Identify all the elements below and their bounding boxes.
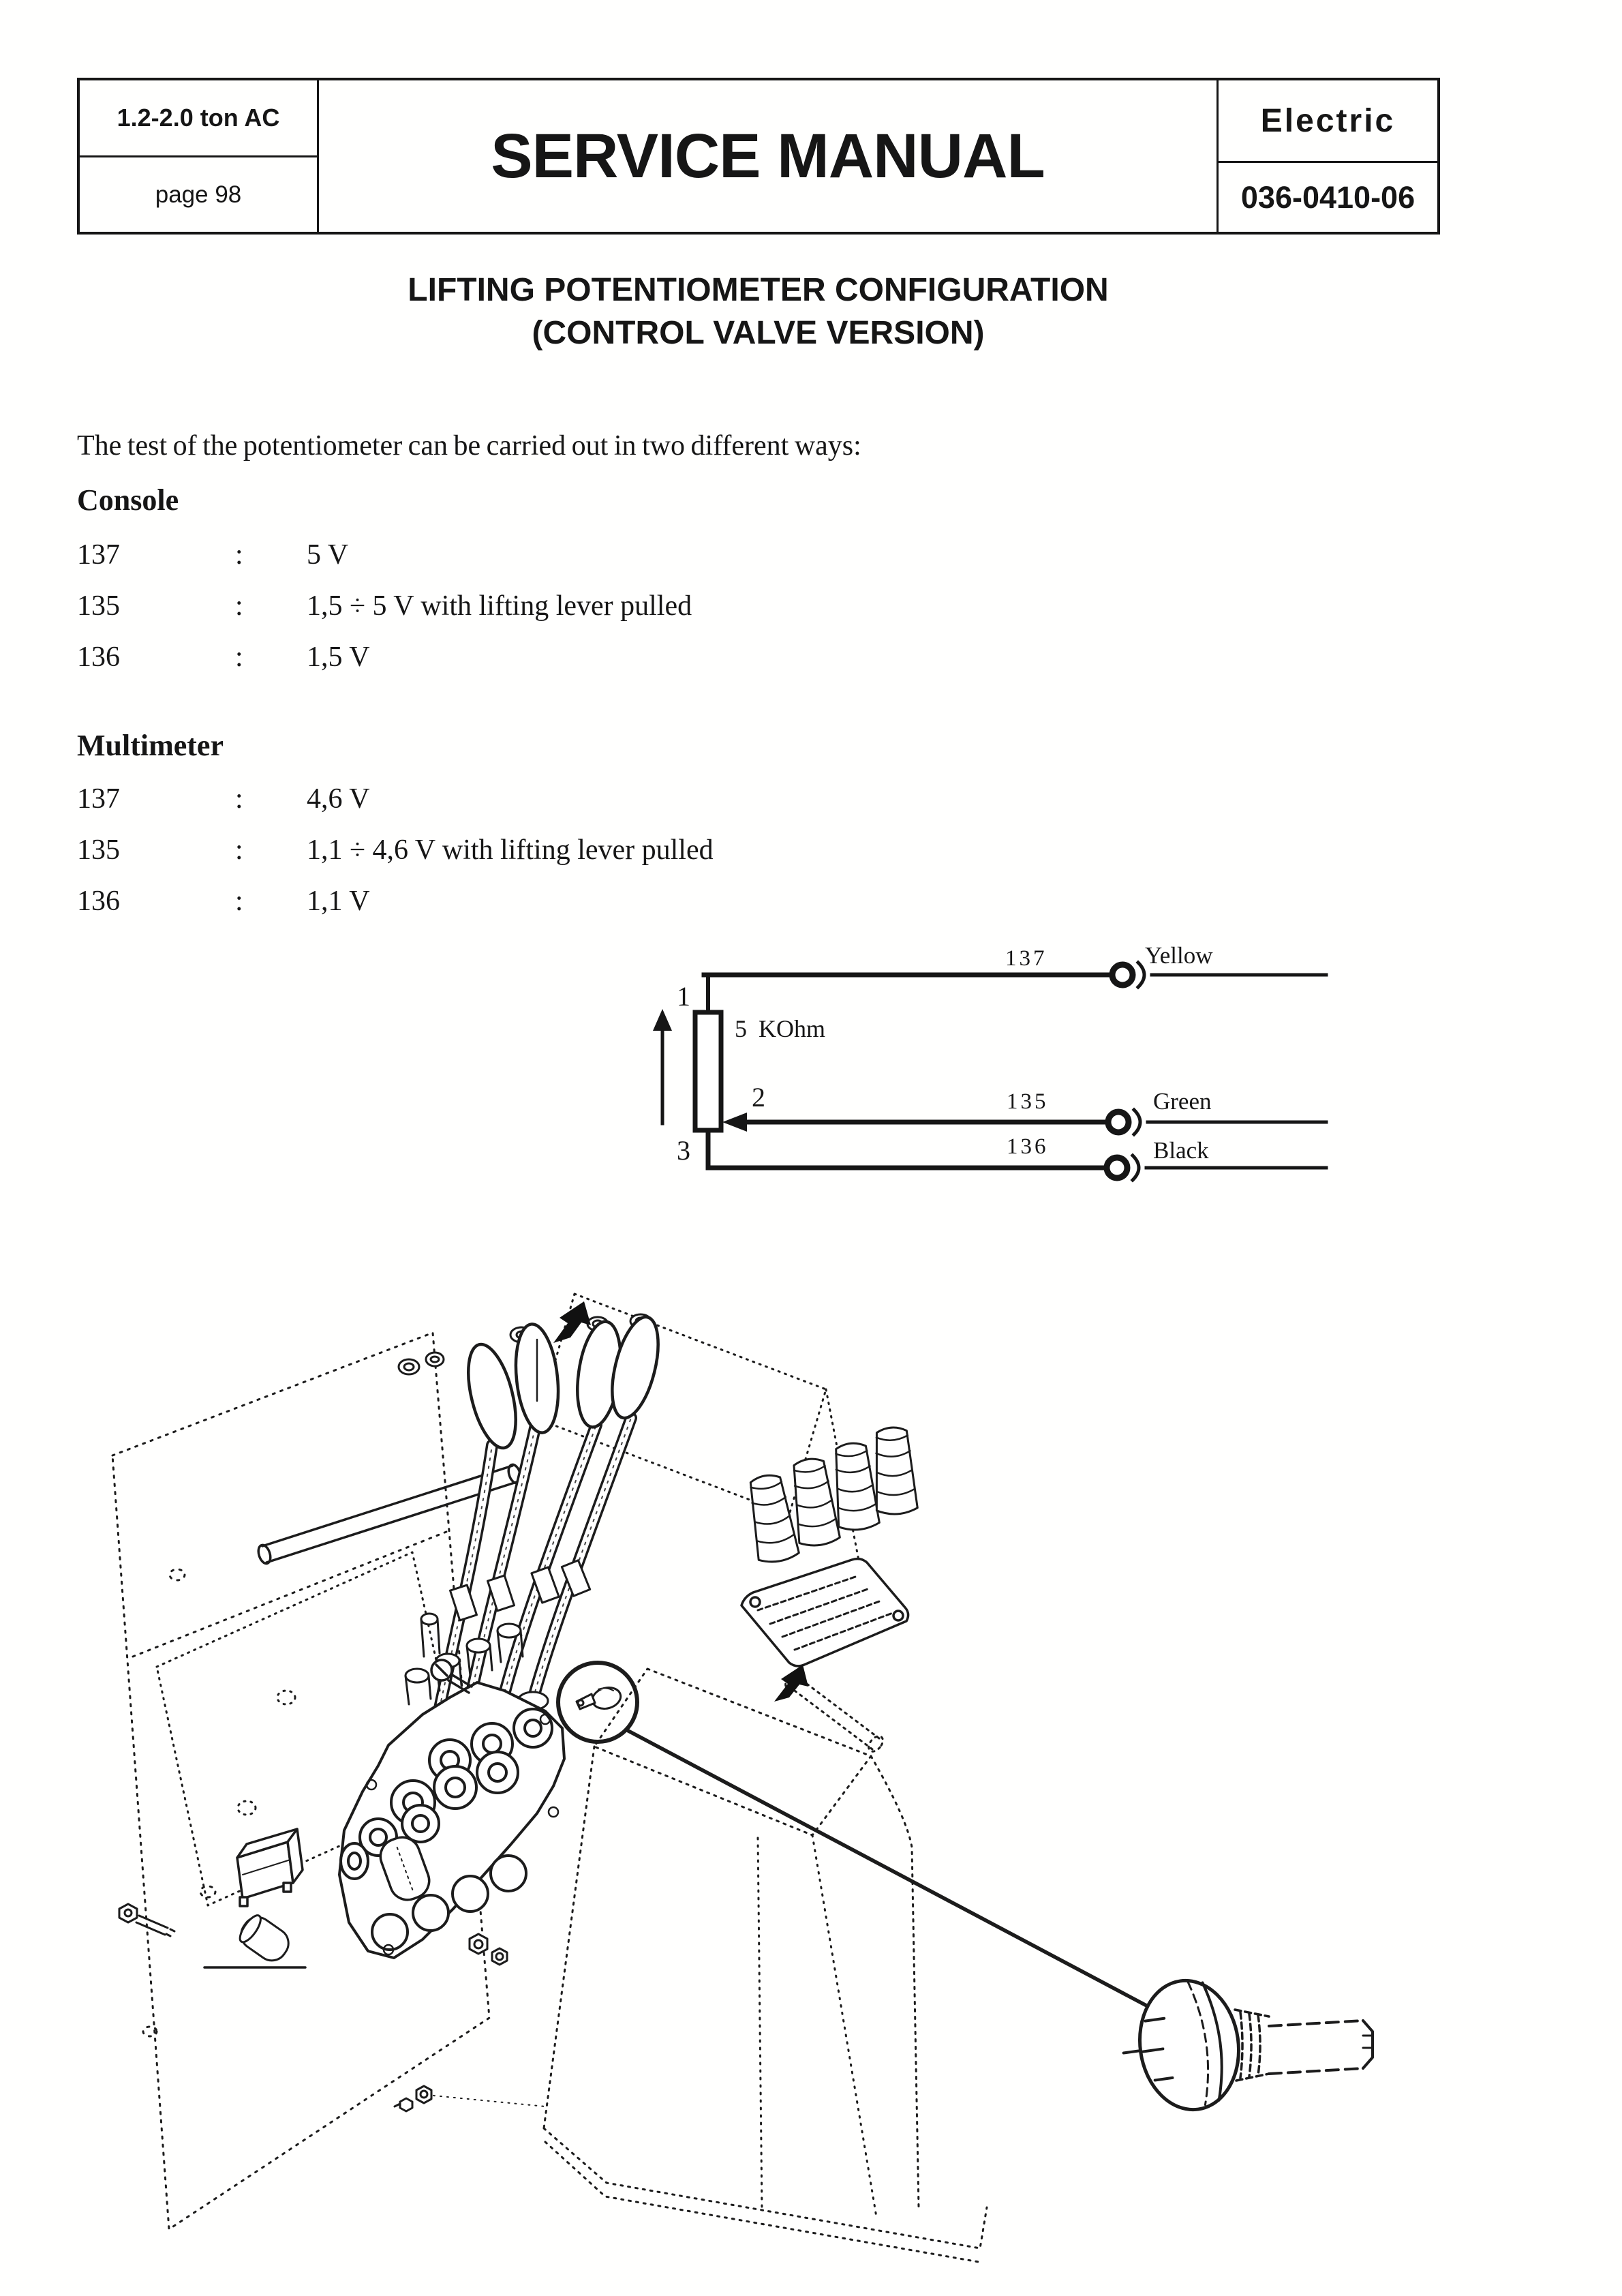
table-row: 137: 4,6 V <box>77 783 370 815</box>
oval-plate <box>379 1836 431 1901</box>
valve-bottom-lobes <box>371 1854 527 1951</box>
wire-color-label: Yellow <box>1145 942 1213 969</box>
pin-value: 1,5 ÷ 5 V with lifting lever pulled <box>307 590 692 622</box>
pin-number: 135 <box>77 590 120 622</box>
table-row: 136: 1,1 V <box>77 885 370 918</box>
separator: : <box>235 886 243 917</box>
control-levers <box>420 1315 660 1736</box>
header-table: 1.2-2.0 ton AC page 98 SERVICE MANUAL El… <box>77 78 1440 235</box>
screw <box>430 1659 473 1694</box>
pin-number: 137 <box>77 539 120 571</box>
table-row: 136: 1,5 V <box>77 641 370 674</box>
page-title-line2: (CONTROL VALVE VERSION) <box>532 315 985 351</box>
bracket-plate-outline <box>155 1551 466 1907</box>
pin-value: 1,1 V <box>307 886 370 917</box>
arrow-up-icon <box>653 1009 672 1126</box>
pin-number: 135 <box>77 834 120 866</box>
wire-136 <box>705 1128 1328 1183</box>
valve-ports <box>358 1708 553 1857</box>
table-row: 137: 5 V <box>77 539 348 571</box>
separator: : <box>235 590 243 622</box>
potentiometer-wiring-diagram <box>653 960 1328 1183</box>
model-label: 1.2-2.0 ton AC <box>117 104 280 132</box>
separator: : <box>235 641 243 673</box>
wire-137 <box>701 960 1328 990</box>
pin-number: 137 <box>77 783 120 815</box>
multimeter-heading: Multimeter <box>77 729 224 762</box>
doc-code: 036-0410-06 <box>1240 179 1416 215</box>
table-row: 135: 1,5 ÷ 5 V with lifting lever pulled <box>77 590 692 622</box>
wire-135 <box>722 1107 1328 1137</box>
shaft-collars <box>449 1559 592 1622</box>
wire-number-label: 135 <box>1007 1089 1049 1114</box>
mounting-panel-outline <box>111 1331 491 2231</box>
intro-text: The test of the potentiometer can be car… <box>77 430 861 462</box>
wire-color-label: Green <box>1153 1088 1212 1115</box>
rubber-boots <box>749 1426 919 1563</box>
resistor-symbol <box>692 1010 724 1133</box>
divider <box>1219 161 1437 163</box>
separator: : <box>235 539 243 571</box>
pin-value: 4,6 V <box>307 783 370 815</box>
control-valve-exploded-illustration <box>111 1293 1374 2263</box>
arrow-up-icon <box>553 1301 591 1343</box>
potentiometer-enlarged <box>1122 1978 1374 2112</box>
hex-nuts <box>468 1933 508 1966</box>
base-bolt-nut <box>393 2085 546 2113</box>
wire-number-label: 137 <box>1005 946 1047 971</box>
ribbed-cover-plate <box>740 1557 910 1667</box>
table-row: 135: 1,1 ÷ 4,6 V with lifting lever pulle… <box>77 834 714 866</box>
page-number: page 98 <box>155 181 242 208</box>
potentiometer-callout <box>556 1661 1174 2021</box>
section-label: Electric <box>1260 102 1396 139</box>
callout-leader-line <box>625 1728 1174 2021</box>
pin-value: 1,1 ÷ 4,6 V with lifting lever pulled <box>307 834 714 866</box>
pin-value: 5 V <box>307 539 349 571</box>
pin-label-2: 2 <box>752 1082 765 1113</box>
separator: : <box>235 834 243 866</box>
potentiometer-small <box>575 1687 622 1710</box>
pin-number: 136 <box>77 641 120 673</box>
console-heading: Console <box>77 483 179 517</box>
shaft <box>1268 2019 1374 2075</box>
divider <box>1216 80 1219 232</box>
threaded-collar <box>1234 2008 1270 2082</box>
manual-title: SERVICE MANUAL <box>491 121 1045 191</box>
divider <box>317 80 319 232</box>
left-hardware <box>118 1903 307 1969</box>
wire-color-label: Black <box>1153 1137 1209 1164</box>
divider <box>80 155 317 157</box>
valve-side-port <box>339 1842 369 1880</box>
lever-handles <box>467 1315 660 1450</box>
valve-bolts <box>365 1713 560 1956</box>
lever-shafts <box>430 1412 637 1731</box>
console-pedestal-outline <box>542 1667 988 2263</box>
page-title-line1: LIFTING POTENTIOMETER CONFIGURATION <box>408 272 1109 308</box>
wire-number-label: 136 <box>1007 1134 1049 1159</box>
arrow-up-icon <box>774 1665 808 1702</box>
switch-box <box>236 1828 304 1907</box>
pin-number: 136 <box>77 886 120 917</box>
pin-value: 1,5 V <box>307 641 370 673</box>
separator: : <box>235 783 243 815</box>
pin-label-3: 3 <box>677 1135 690 1166</box>
pin-label-1: 1 <box>677 981 690 1012</box>
resistor-value-label: 5 KOhm <box>735 1015 825 1042</box>
